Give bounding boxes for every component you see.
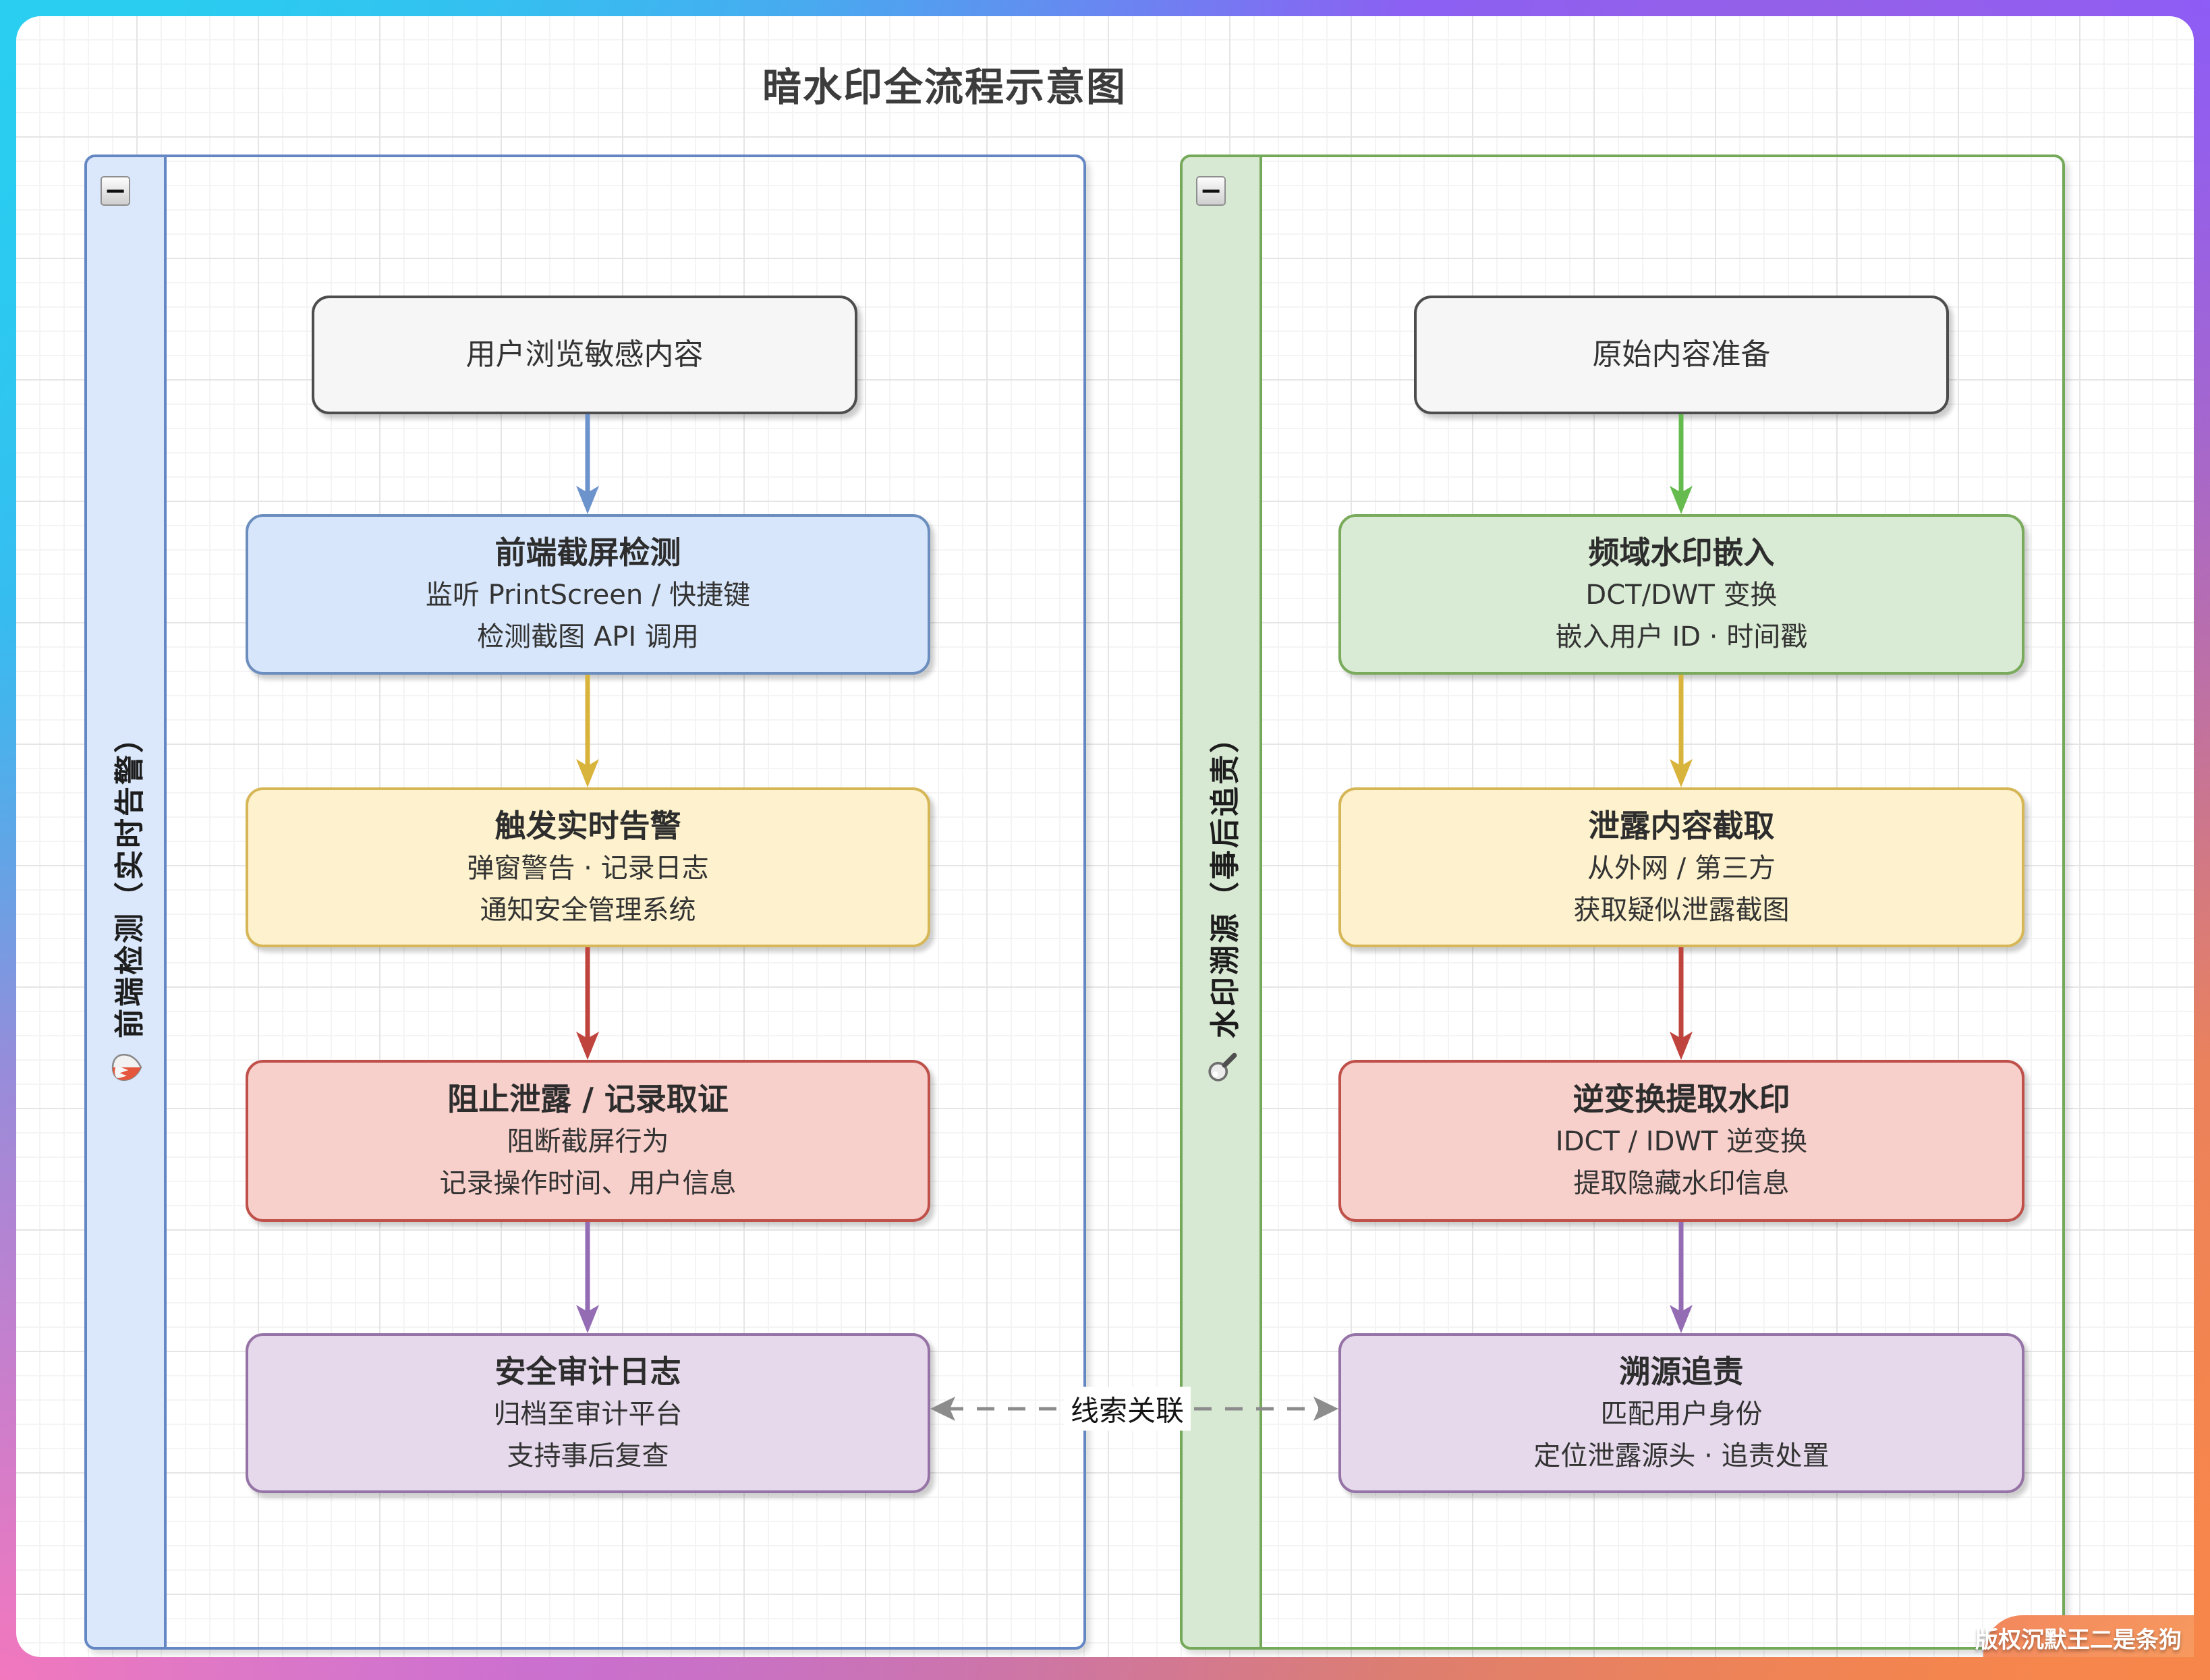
node-line: 检测截图 API 调用 xyxy=(477,621,699,652)
group-frontend-label-text: 前端检测（实时告警） xyxy=(113,721,147,1038)
node-title: 阻止泄露 / 记录取证 xyxy=(447,1081,729,1117)
node-trace-accountability[interactable]: 溯源追责 匹配用户身份 定位泄露源头 · 追责处置 xyxy=(1338,1333,2024,1493)
magnifier-icon xyxy=(1208,1053,1237,1082)
node-title: 触发实时告警 xyxy=(494,807,681,844)
group-watermark-trace[interactable]: 水印溯源（事后追责） − xyxy=(1180,155,2065,1650)
node-line: 支持事后复查 xyxy=(507,1440,669,1472)
node-title: 原始内容准备 xyxy=(1592,337,1771,372)
node-audit-log[interactable]: 安全审计日志 归档至审计平台 支持事后复查 xyxy=(246,1333,930,1493)
collapse-button-right[interactable]: − xyxy=(1196,176,1226,206)
node-line: DCT/DWT 变换 xyxy=(1585,580,1778,611)
node-watermark-extract[interactable]: 逆变换提取水印 IDCT / IDWT 逆变换 提取隐藏水印信息 xyxy=(1338,1060,2024,1222)
page-title: 暗水印全流程示意图 xyxy=(762,64,1127,110)
node-title: 前端截屏检测 xyxy=(494,534,681,571)
node-title: 溯源追责 xyxy=(1619,1353,1744,1390)
node-line: 监听 PrintScreen / 快捷键 xyxy=(425,580,751,611)
node-title: 逆变换提取水印 xyxy=(1572,1081,1790,1117)
node-line: IDCT / IDWT 逆变换 xyxy=(1555,1126,1808,1157)
group-frontend-titlebar[interactable]: 前端检测（实时告警） xyxy=(87,157,167,1647)
group-trace-label: 水印溯源（事后追责） xyxy=(1201,721,1244,1083)
group-frontend-label: 前端检测（实时告警） xyxy=(105,721,148,1083)
node-watermark-embed[interactable]: 频域水印嵌入 DCT/DWT 变换 嵌入用户 ID · 时间戳 xyxy=(1338,514,2024,675)
node-line: 获取疑似泄露截图 xyxy=(1573,894,1790,926)
node-line: 定位泄露源头 · 追责处置 xyxy=(1533,1440,1830,1472)
node-title: 频域水印嵌入 xyxy=(1588,534,1775,571)
node-line: 嵌入用户 ID · 时间戳 xyxy=(1555,621,1808,652)
group-trace-label-text: 水印溯源（事后追责） xyxy=(1208,721,1243,1038)
node-line: 阻断截屏行为 xyxy=(507,1126,669,1157)
node-content-prepare[interactable]: 原始内容准备 xyxy=(1414,296,1949,414)
node-block-record[interactable]: 阻止泄露 / 记录取证 阻断截屏行为 记录操作时间、用户信息 xyxy=(246,1060,930,1222)
watermark-text: 版权沉默王二是条狗 xyxy=(1975,1627,2182,1654)
node-screenshot-detect[interactable]: 前端截屏检测 监听 PrintScreen / 快捷键 检测截图 API 调用 xyxy=(246,514,930,675)
node-line: 提取隐藏水印信息 xyxy=(1573,1168,1790,1199)
watermark-tab: 版权沉默王二是条狗 xyxy=(1975,1615,2194,1657)
node-title: 用户浏览敏感内容 xyxy=(465,337,704,372)
group-trace-titlebar[interactable]: 水印溯源（事后追责） xyxy=(1183,157,1262,1647)
node-title: 安全审计日志 xyxy=(494,1353,681,1390)
collapse-button-left[interactable]: − xyxy=(101,176,130,206)
fang-emoji-icon xyxy=(111,1053,142,1082)
node-line: 归档至审计平台 xyxy=(493,1398,683,1430)
node-realtime-alert[interactable]: 触发实时告警 弹窗警告 · 记录日志 通知安全管理系统 xyxy=(246,787,930,947)
group-frontend-detection[interactable]: 前端检测（实时告警） − xyxy=(84,155,1086,1650)
node-line: 弹窗警告 · 记录日志 xyxy=(467,852,709,884)
node-line: 从外网 / 第三方 xyxy=(1587,852,1776,884)
node-line: 通知安全管理系统 xyxy=(480,894,696,926)
diagram-canvas: 暗水印全流程示意图 前端检测（实时告警） − xyxy=(16,16,2194,1657)
node-line: 匹配用户身份 xyxy=(1600,1398,1763,1430)
node-line: 记录操作时间、用户信息 xyxy=(439,1168,737,1199)
clue-link-label: 线索关联 xyxy=(1063,1387,1191,1431)
node-leak-capture[interactable]: 泄露内容截取 从外网 / 第三方 获取疑似泄露截图 xyxy=(1338,787,2024,947)
node-user-browse[interactable]: 用户浏览敏感内容 xyxy=(312,296,857,414)
node-title: 泄露内容截取 xyxy=(1588,807,1775,844)
